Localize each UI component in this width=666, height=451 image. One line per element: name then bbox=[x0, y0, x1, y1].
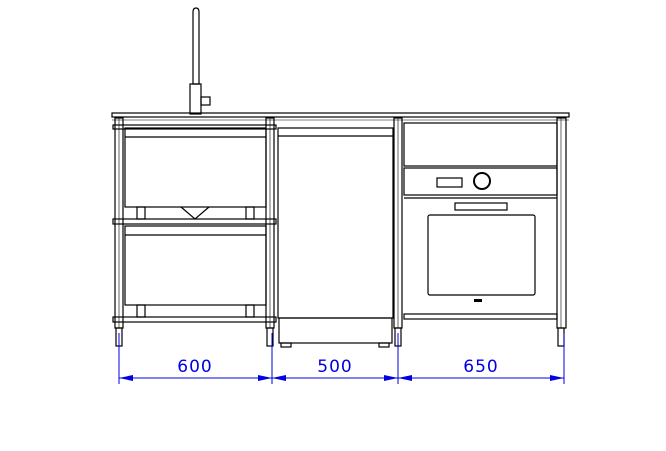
faucet bbox=[189, 7, 211, 115]
lower-drawer bbox=[124, 225, 267, 306]
upper-drawer bbox=[124, 127, 267, 208]
dishwasher bbox=[277, 117, 403, 348]
oven-handle bbox=[454, 202, 508, 211]
oven-window bbox=[427, 214, 536, 296]
dimension-label-sink: 600 bbox=[177, 357, 212, 377]
dimension-label-oven: 650 bbox=[463, 357, 498, 377]
countertop bbox=[111, 112, 570, 121]
sink-cabinet bbox=[112, 117, 277, 347]
oven-cabinet bbox=[403, 117, 567, 347]
dimensions: 600 500 650 bbox=[118, 333, 565, 384]
dimension-label-dishwasher: 500 bbox=[317, 357, 352, 377]
oven-control-panel bbox=[403, 167, 558, 196]
oven-display bbox=[436, 177, 463, 188]
oven-logo bbox=[474, 299, 482, 302]
oven-knob bbox=[473, 172, 491, 190]
